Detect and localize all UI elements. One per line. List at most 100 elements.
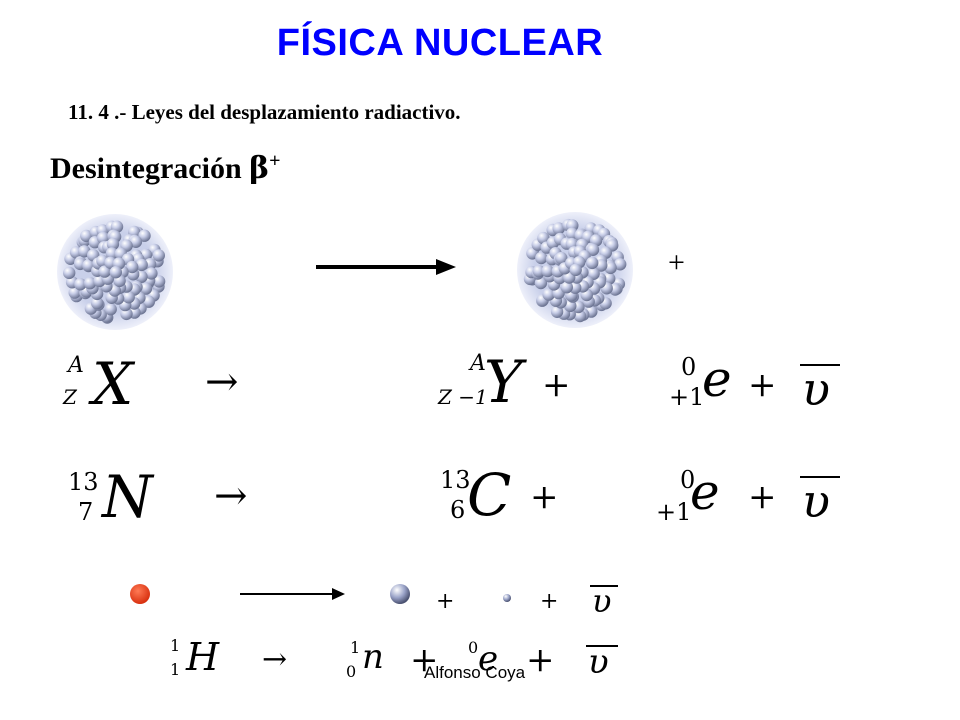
nucleon-ball — [122, 291, 135, 304]
example-plus-1: + — [530, 477, 559, 517]
nucleon-ball — [109, 266, 122, 279]
nucleon-ball — [106, 237, 120, 251]
nucleon-ball — [586, 243, 600, 256]
nucleon-ball — [139, 282, 153, 295]
nucleon-ball — [560, 281, 573, 294]
nucleon-ball — [537, 231, 550, 245]
proton-antineutrino: υ — [586, 642, 618, 682]
author-footer: Alfonso Coya — [424, 663, 526, 682]
nucleon-ball — [104, 303, 117, 316]
nucleon-ball — [152, 249, 165, 262]
decay-heading-text: Desintegración — [50, 152, 250, 185]
example-positron-top: 0 — [680, 466, 696, 494]
nucleon-ball — [555, 251, 568, 265]
proton-plus-1: + — [410, 640, 439, 680]
daughter-nucleus-image — [517, 212, 633, 328]
bottom-plus-1: + — [436, 589, 455, 614]
proton-neutron-bottom: 0 — [346, 662, 357, 681]
neutron-ball — [390, 584, 410, 604]
page-title: FÍSICA NUCLEAR — [276, 22, 604, 64]
example-antineutrino: υ — [800, 476, 840, 524]
nucleon-ball — [552, 222, 565, 235]
nucleon-ball — [145, 267, 158, 280]
general-antineutrino: υ — [800, 364, 840, 412]
reaction-arrow-head — [436, 259, 456, 275]
nucleon-ball — [91, 296, 104, 310]
general-positron-symbol: e — [702, 350, 732, 408]
nucleon-ball — [63, 266, 76, 280]
beta-symbol: β — [249, 151, 270, 186]
nucleon-ball — [98, 265, 111, 278]
nucleon-ball — [550, 305, 564, 318]
proton-antineutrino-symbol: υ — [588, 642, 609, 682]
example-parent-Z: 7 — [78, 498, 94, 526]
nucleon-ball — [142, 295, 155, 308]
example-arrow: → — [214, 473, 248, 519]
nucleon-ball — [129, 235, 143, 248]
nucleon-ball — [135, 258, 148, 272]
example-antineutrino-bar — [800, 476, 840, 478]
nucleon-ball — [535, 251, 548, 265]
general-daughter-A: A — [470, 351, 486, 376]
example-positron-bottom: +1 — [656, 498, 692, 526]
proton-parent-symbol: H — [186, 635, 220, 679]
example-parent-A: 13 — [68, 468, 99, 496]
proton-plus-2: + — [526, 640, 555, 680]
proton-positron-top: 0 — [468, 638, 479, 657]
example-positron-symbol: e — [690, 463, 720, 521]
bottom-antineutrino-bar — [590, 585, 618, 587]
example-daughter-Z: 6 — [450, 496, 466, 524]
nucleon-ball — [82, 259, 95, 272]
nucleon-ball — [96, 231, 110, 245]
nucleon-ball — [105, 247, 119, 260]
bottom-arrow-head — [332, 588, 345, 600]
general-antineutrino-bar — [800, 364, 840, 366]
nucleon-ball — [586, 256, 599, 270]
nucleon-ball — [126, 260, 139, 274]
example-plus-2: + — [748, 477, 777, 517]
nucleon-ball — [80, 229, 93, 243]
proton-positron-symbol: e — [478, 639, 499, 679]
proton-antineutrino-bar — [586, 645, 618, 647]
general-daughter-Z: Z −1 — [438, 385, 488, 409]
proton-parent-A: 1 — [170, 636, 181, 655]
general-parent-Z: Z — [63, 385, 77, 409]
nucleon-ball — [564, 299, 577, 313]
general-daughter-symbol: Y — [484, 348, 523, 416]
nucleon-ball — [603, 272, 616, 285]
general-plus-2: + — [748, 365, 777, 405]
general-positron-top: 0 — [681, 353, 697, 381]
nucleon-ball — [74, 278, 87, 291]
nucleon-ball — [614, 258, 627, 271]
beta-sign: + — [269, 150, 281, 172]
general-parent-A: A — [68, 353, 84, 378]
bottom-antineutrino: υ — [590, 582, 618, 620]
example-parent-symbol: N — [102, 463, 153, 531]
nucleon-ball — [532, 265, 546, 278]
decay-heading: Desintegración β+ — [50, 150, 280, 186]
proton-neutron-top: 1 — [350, 638, 361, 657]
example-daughter-A: 13 — [440, 466, 471, 494]
bottom-antineutrino-symbol: υ — [592, 582, 612, 620]
example-daughter-symbol: C — [467, 461, 512, 529]
reaction-arrow-shaft — [316, 265, 441, 269]
general-arrow: → — [205, 359, 239, 405]
proton-parent-Z: 1 — [170, 660, 181, 679]
nucleon-ball — [83, 277, 97, 290]
proton-arrow: → — [262, 642, 288, 677]
nucleon-ball — [152, 275, 166, 288]
nucleon-ball — [604, 261, 617, 275]
general-positron-bottom: +1 — [669, 383, 705, 411]
scene-plus: + — [668, 246, 685, 279]
bottom-arrow-shaft — [240, 593, 336, 595]
bottom-plus-2: + — [540, 589, 559, 614]
general-antineutrino-symbol: υ — [802, 362, 830, 416]
nucleon-ball — [138, 229, 151, 242]
nucleon-ball — [534, 276, 548, 290]
nucleon-ball — [541, 264, 554, 278]
nucleon-ball — [542, 288, 555, 301]
proton-dot — [130, 584, 150, 604]
positron-ball — [503, 594, 511, 602]
general-parent-symbol: X — [92, 350, 134, 418]
example-antineutrino-symbol: υ — [802, 474, 830, 528]
